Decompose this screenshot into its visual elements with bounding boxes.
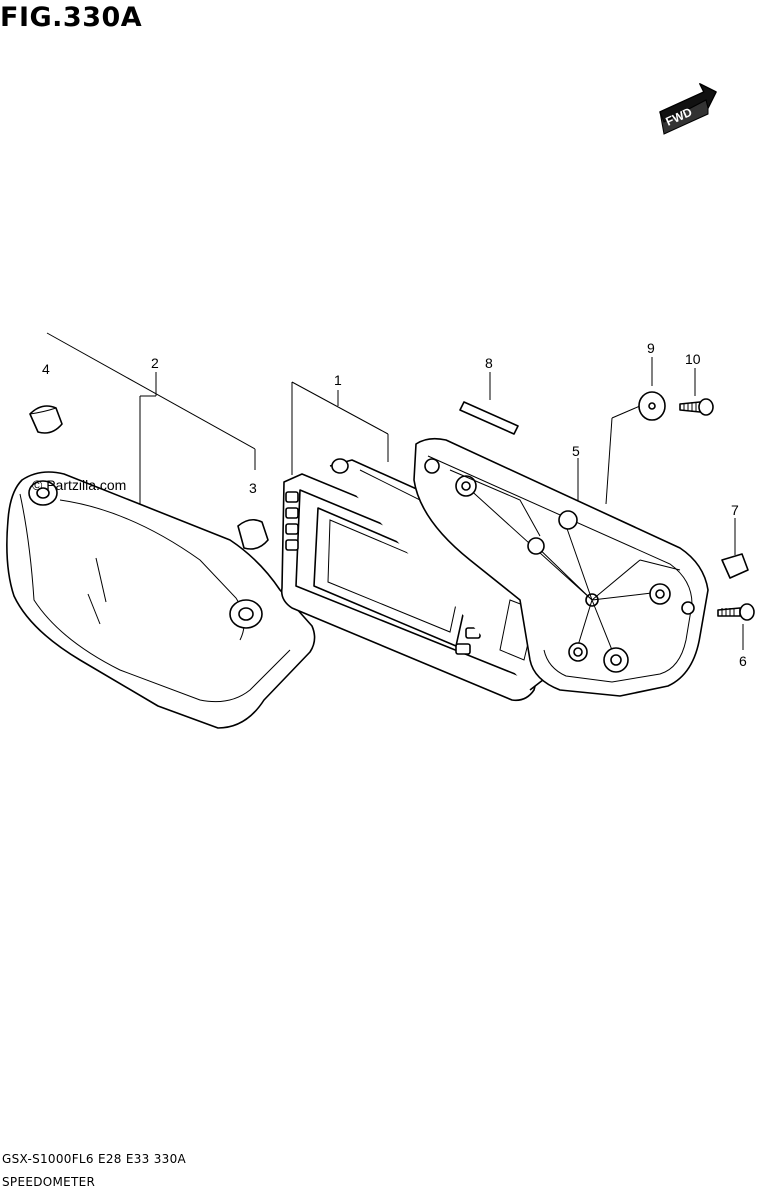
callout-9: 9 [647,340,655,356]
callout-8: 8 [485,355,493,371]
figure-title: FIG.330A [0,2,143,33]
callout-2: 2 [151,355,159,371]
part-6-screw [717,603,755,621]
part-8-seal-strip [459,401,519,435]
part-5-rear-case [413,437,709,697]
fwd-arrow-icon: FWD [659,82,717,135]
part-3-rubber-cap [237,518,269,550]
footer-model-code: GSX-S1000FL6 E28 E33 330A [2,1152,187,1166]
callout-5: 5 [572,443,580,459]
part-10-screw [679,398,714,416]
part-9-washer [638,391,666,421]
part-2-speedometer-cover [6,471,316,729]
part-1-meter-assembly [280,458,567,702]
watermark: © Partzilla.com [32,477,126,493]
part-4-rubber-cap [29,405,63,434]
callout-6: 6 [739,653,747,669]
callout-1: 1 [334,372,342,388]
footer-assembly-name: SPEEDOMETER [2,1175,96,1189]
callout-4: 4 [42,361,50,377]
callout-7: 7 [731,502,739,518]
part-7-clip-nut [721,553,749,579]
callout-3: 3 [249,480,257,496]
callout-10: 10 [685,351,701,367]
leader-lines [46,332,744,650]
